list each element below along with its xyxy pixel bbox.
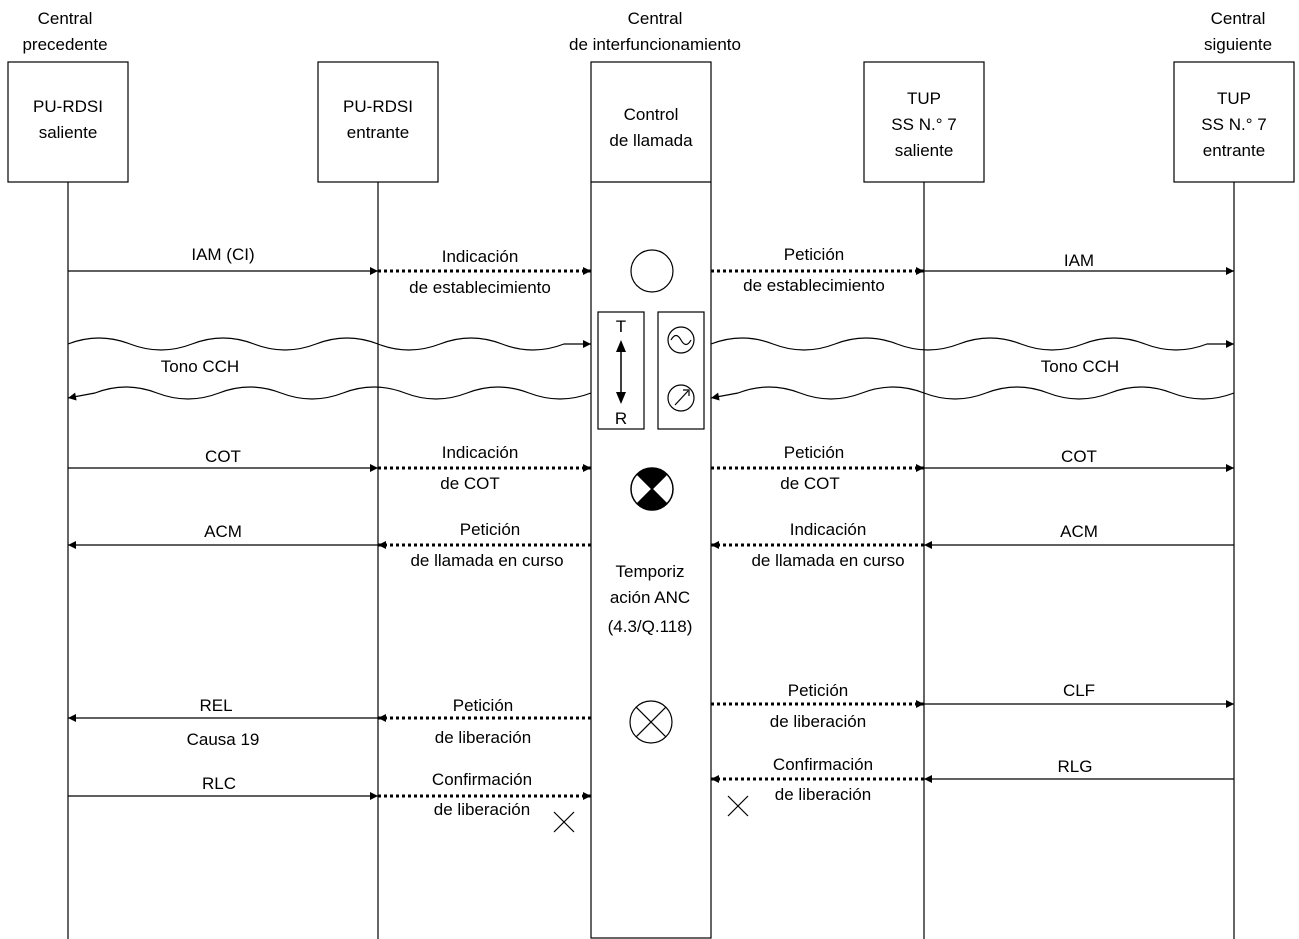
msg-confirmacion-liberacion-left: Confirmación de liberación [378, 770, 591, 819]
svg-text:de COT: de COT [440, 474, 500, 493]
svg-text:Central: Central [628, 9, 683, 28]
msg-cot-left: COT [68, 447, 378, 472]
svg-text:Indicación: Indicación [442, 247, 519, 266]
anc-timer-label: Temporiz ación ANC (4.3/Q.118) [608, 562, 693, 636]
entity-pu-rdsi-saliente: PU-RDSI saliente [7, 61, 129, 183]
svg-text:de interfuncionamiento: de interfuncionamiento [569, 35, 741, 54]
svg-text:Confirmación: Confirmación [432, 770, 532, 789]
msg-peticion-liberacion-left: Petición de liberación [378, 696, 591, 747]
msg-confirmacion-liberacion-right: Confirmación de liberación [711, 755, 924, 804]
svg-text:de liberación: de liberación [770, 712, 866, 731]
svg-text:Petición: Petición [784, 245, 844, 264]
entity-tup-saliente: TUP SS N.° 7 saliente [863, 61, 985, 183]
svg-text:de liberación: de liberación [775, 785, 871, 804]
msg-rlc: RLC [68, 774, 378, 800]
msg-acm-left: ACM [68, 522, 378, 549]
svg-text:Temporiz: Temporiz [616, 562, 685, 581]
msg-indicacion-llamada-en-curso: Indicación de llamada en curso [711, 520, 924, 570]
svg-text:ACM: ACM [204, 522, 242, 541]
svg-text:Indicación: Indicación [790, 520, 867, 539]
msg-iam: IAM [924, 251, 1234, 275]
svg-text:(4.3/Q.118): (4.3/Q.118) [608, 617, 693, 636]
svg-text:de liberación: de liberación [434, 800, 530, 819]
header-central-siguiente: Central siguiente [1204, 9, 1272, 54]
svg-text:Central: Central [38, 9, 93, 28]
svg-text:saliente: saliente [39, 123, 98, 142]
msg-clf: CLF [924, 681, 1234, 708]
svg-text:Indicación: Indicación [442, 443, 519, 462]
svg-text:TUP: TUP [907, 89, 941, 108]
svg-text:de liberación: de liberación [435, 728, 531, 747]
svg-text:RLG: RLG [1058, 757, 1093, 776]
svg-text:SS N.° 7: SS N.° 7 [1201, 115, 1266, 134]
svg-text:saliente: saliente [895, 141, 954, 160]
svg-text:de establecimiento: de establecimiento [743, 276, 885, 295]
svg-text:de COT: de COT [780, 474, 840, 493]
release-icon [629, 700, 673, 744]
svg-text:entrante: entrante [347, 123, 409, 142]
msg-peticion-liberacion-right: Petición de liberación [711, 681, 924, 731]
svg-text:COT: COT [205, 447, 241, 466]
header-central-precedente: Central precedente [22, 9, 107, 54]
svg-text:SS N.° 7: SS N.° 7 [891, 115, 956, 134]
svg-text:Petición: Petición [453, 696, 513, 715]
tone-right-return [710, 386, 1235, 401]
svg-text:ACM: ACM [1060, 522, 1098, 541]
svg-text:siguiente: siguiente [1204, 35, 1272, 54]
msg-rel: REL Causa 19 [68, 696, 378, 749]
svg-text:Petición: Petición [784, 443, 844, 462]
msg-indicacion-cot: Indicación de COT [378, 443, 591, 493]
svg-text:Central: Central [1211, 9, 1266, 28]
msg-cot-right: COT [924, 447, 1234, 472]
svg-text:PU-RDSI: PU-RDSI [33, 97, 103, 116]
svg-text:Tono CCH: Tono CCH [1041, 357, 1119, 376]
entity-tup-entrante: TUP SS N.° 7 entrante [1173, 61, 1295, 183]
transceiver-box: T R [597, 311, 645, 430]
msg-peticion-establecimiento: Petición de establecimiento [711, 245, 924, 295]
svg-text:PU-RDSI: PU-RDSI [343, 97, 413, 116]
svg-text:ación ANC: ación ANC [610, 588, 690, 607]
svg-text:T: T [616, 317, 626, 336]
msg-rlg: RLG [924, 757, 1234, 783]
tone-generator-icon [667, 326, 695, 354]
header-central-interfuncionamiento: Central de interfuncionamiento [569, 9, 741, 54]
svg-text:Causa 19: Causa 19 [187, 730, 260, 749]
cross-mark-icon [553, 811, 575, 833]
svg-text:TUP: TUP [1217, 89, 1251, 108]
svg-text:R: R [615, 409, 627, 428]
msg-peticion-cot: Petición de COT [711, 443, 924, 493]
svg-text:de llamada en curso: de llamada en curso [751, 551, 904, 570]
svg-text:Petición: Petición [788, 681, 848, 700]
tone-left-return: Tono CCH [67, 357, 592, 401]
tone-equipment-box [657, 311, 705, 430]
svg-text:Petición: Petición [460, 520, 520, 539]
entity-pu-rdsi-entrante: PU-RDSI entrante [317, 61, 439, 183]
svg-text:Control: Control [624, 105, 679, 124]
cross-mark-icon [727, 795, 749, 817]
svg-text:precedente: precedente [22, 35, 107, 54]
msg-acm-right: ACM [924, 522, 1234, 549]
svg-text:IAM (CI): IAM (CI) [191, 245, 254, 264]
svg-text:de establecimiento: de establecimiento [409, 278, 551, 297]
continuity-check-icon [630, 467, 674, 511]
msg-indicacion-establecimiento: Indicación de establecimiento [378, 247, 591, 297]
svg-text:entrante: entrante [1203, 141, 1265, 160]
svg-text:REL: REL [199, 696, 232, 715]
svg-text:de llamada en curso: de llamada en curso [410, 551, 563, 570]
svg-text:Confirmación: Confirmación [773, 755, 873, 774]
msg-peticion-llamada-en-curso: Petición de llamada en curso [378, 520, 591, 570]
svg-text:RLC: RLC [202, 774, 236, 793]
msg-iam-ci: IAM (CI) [68, 245, 378, 275]
svg-text:COT: COT [1061, 447, 1097, 466]
svg-text:Tono CCH: Tono CCH [161, 357, 239, 376]
svg-text:de llamada: de llamada [609, 131, 693, 150]
svg-text:CLF: CLF [1063, 681, 1095, 700]
svg-text:IAM: IAM [1064, 251, 1094, 270]
tone-left-outgoing [67, 337, 591, 351]
circle-icon [630, 249, 674, 293]
tone-detector-icon [667, 384, 695, 412]
tone-right-outgoing: Tono CCH [710, 337, 1234, 376]
